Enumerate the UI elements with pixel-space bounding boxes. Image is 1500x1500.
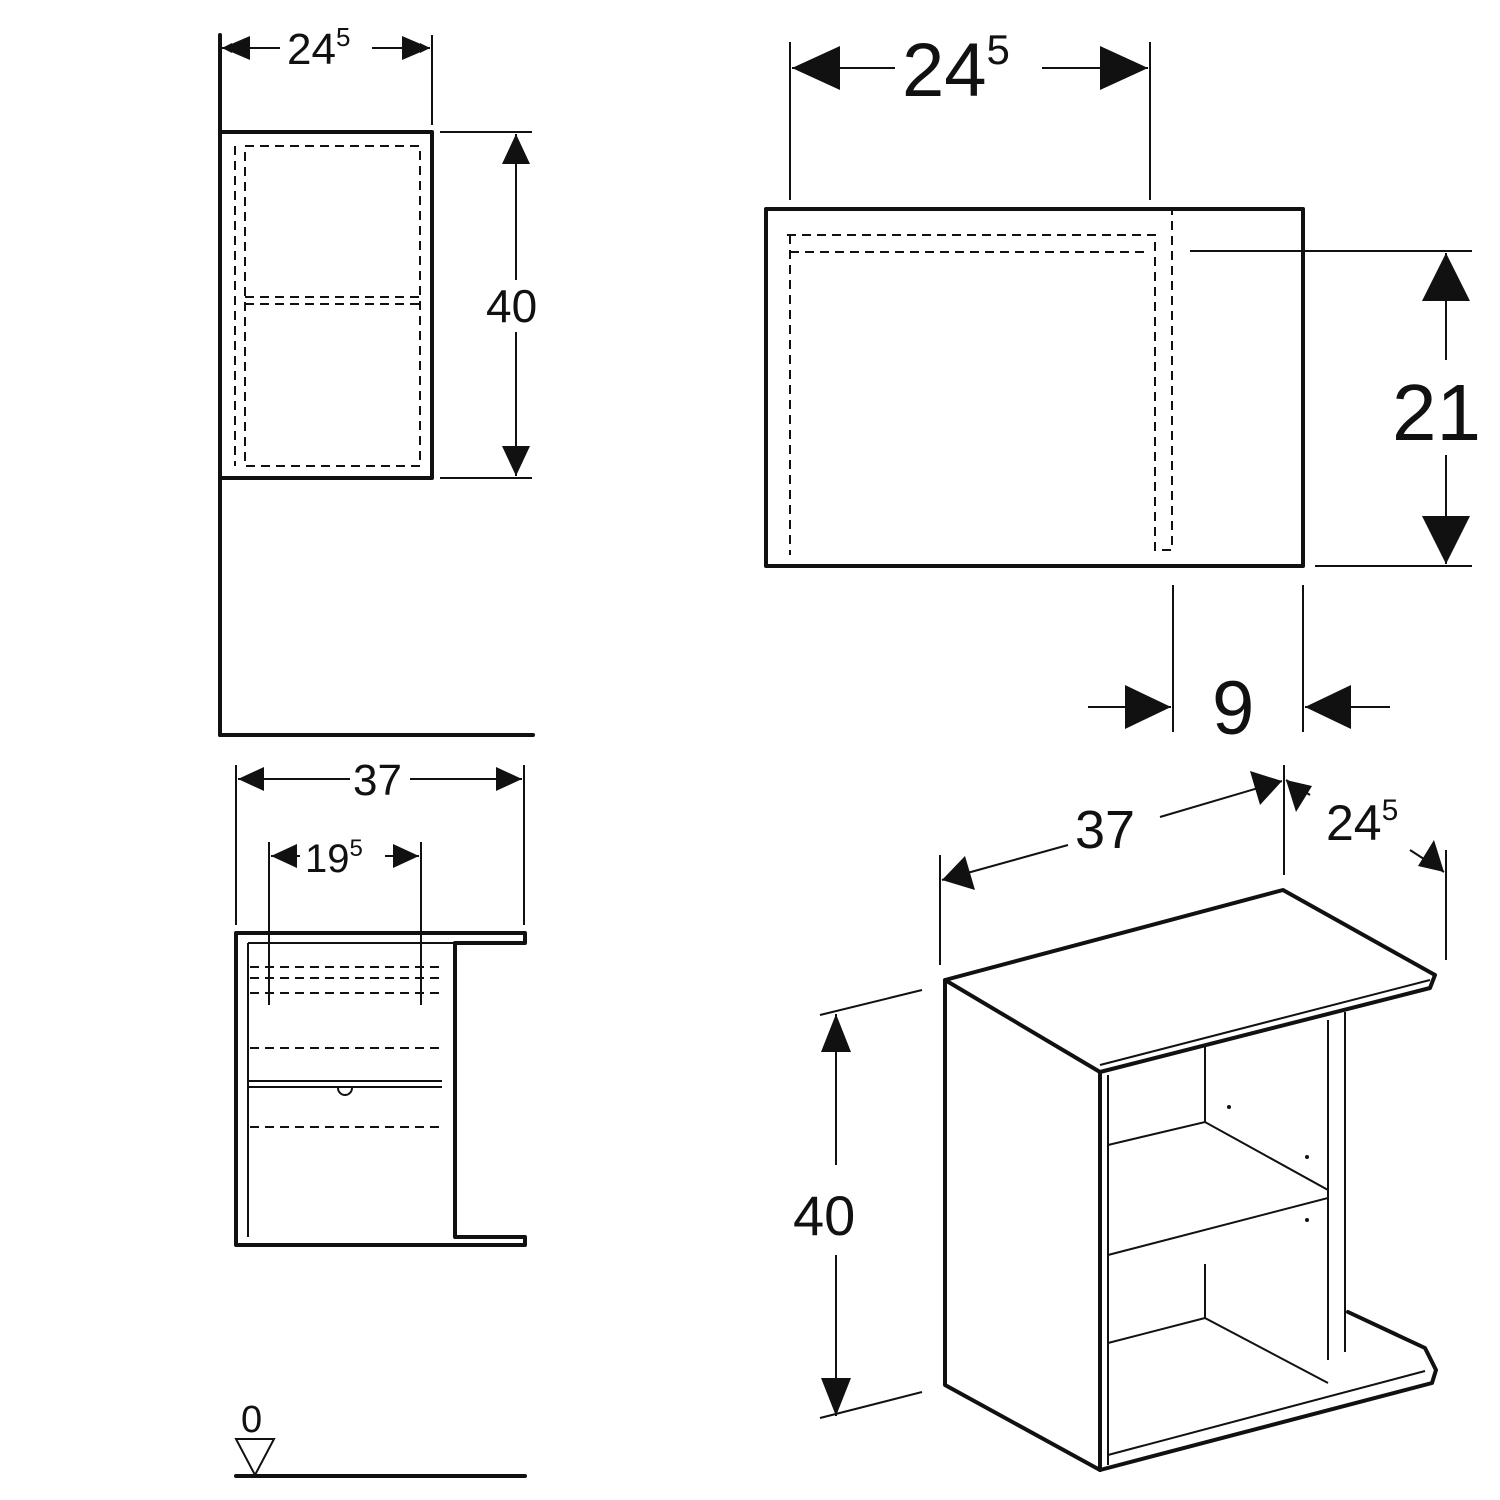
floor-reference: 0 xyxy=(234,1399,527,1478)
cabinet-outline xyxy=(764,207,1305,568)
level-marker-icon xyxy=(234,1438,276,1478)
plan-view: 37 195 xyxy=(234,756,527,1247)
iso-height-label: 40 xyxy=(793,1184,855,1247)
floor-level-label: 0 xyxy=(241,1399,262,1441)
side-view-top: 245 40 xyxy=(218,22,537,737)
cabinet-outline xyxy=(234,931,527,1247)
front-width-label: 245 xyxy=(902,26,1010,113)
iso-width-label: 37 xyxy=(1075,800,1135,860)
bottom-panel xyxy=(1098,1310,1438,1472)
side-width-label: 245 xyxy=(287,22,350,74)
cabinet-outline xyxy=(218,130,434,480)
front-offset-label: 9 xyxy=(1212,666,1254,751)
plan-inner-label: 195 xyxy=(305,835,363,881)
iso-depth-label: 245 xyxy=(1326,794,1398,851)
plan-width-label: 37 xyxy=(353,756,402,805)
front-view-top: 245 21 9 xyxy=(764,26,1481,751)
top-panel xyxy=(943,888,1437,1074)
front-height-label: 21 xyxy=(1392,368,1481,457)
isometric-view: 37 245 40 xyxy=(793,765,1447,1472)
side-panel xyxy=(943,978,1102,1472)
side-height-label: 40 xyxy=(486,280,537,332)
